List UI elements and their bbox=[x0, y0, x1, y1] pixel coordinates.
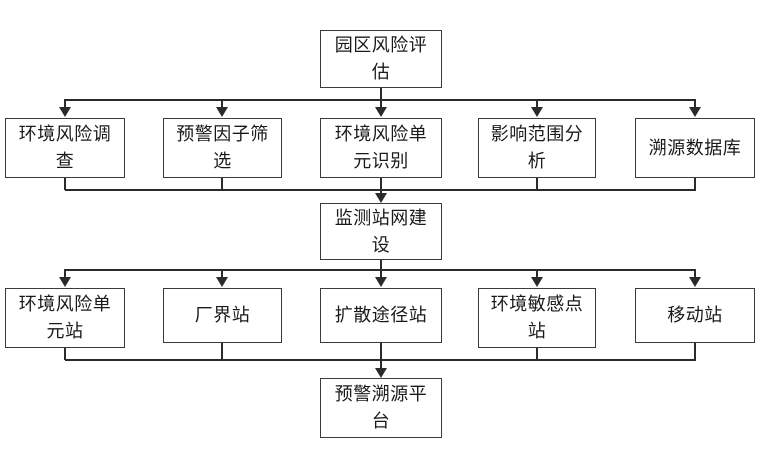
node-diffusion-path-station[interactable]: 扩散途径站 bbox=[320, 288, 442, 343]
arrowhead-diffusion-path-station bbox=[375, 277, 387, 287]
node-environmental-risk-survey[interactable]: 环境风险调查 bbox=[5, 118, 125, 178]
arrowhead-environmental-risk-unit-identification bbox=[375, 107, 387, 117]
arrowhead-environmental-sensitive-point-station bbox=[531, 277, 543, 287]
edge-drop-to-environmental-risk-unit-identification bbox=[380, 99, 382, 108]
node-label: 移动站 bbox=[667, 305, 723, 326]
node-mobile-station[interactable]: 移动站 bbox=[635, 288, 755, 343]
arrowhead-plant-boundary-station bbox=[216, 277, 228, 287]
node-park-risk-assessment[interactable]: 园区风险评估 bbox=[320, 30, 442, 88]
edge-drop-to-traceability-database bbox=[694, 99, 696, 108]
edge-rise-from-environmental-sensitive-point-station bbox=[536, 348, 538, 360]
arrowhead-environmental-risk-survey bbox=[59, 107, 71, 117]
node-warning-traceability-platform[interactable]: 预警溯源平台 bbox=[320, 378, 442, 438]
edge-drop-to-diffusion-path-station bbox=[380, 269, 382, 278]
node-label: 园区风险评估 bbox=[334, 35, 428, 83]
arrowhead-impact-range-analysis bbox=[531, 107, 543, 117]
node-label: 环境风险调查 bbox=[18, 124, 112, 172]
node-impact-range-analysis[interactable]: 影响范围分析 bbox=[478, 118, 596, 178]
edge-drop-to-mobile-station bbox=[694, 269, 696, 278]
node-label: 预警因子筛选 bbox=[176, 124, 269, 172]
edge-rise-from-environmental-risk-unit-station bbox=[64, 348, 66, 360]
edge-rise-from-warning-factor-screening bbox=[221, 178, 223, 190]
node-monitoring-station-network-construction[interactable]: 监测站网建设 bbox=[320, 203, 442, 260]
edge-center-to-warning-traceability-platform bbox=[380, 343, 382, 369]
arrowhead-monitoring-station-network-construction bbox=[375, 193, 387, 203]
edge-drop-to-warning-factor-screening bbox=[221, 99, 223, 108]
node-label: 环境风险单元识别 bbox=[334, 124, 428, 172]
edge-rise-from-mobile-station bbox=[694, 343, 696, 360]
arrowhead-mobile-station bbox=[689, 277, 701, 287]
node-environmental-risk-unit-station[interactable]: 环境风险单元站 bbox=[5, 288, 125, 348]
edge-drop-to-impact-range-analysis bbox=[536, 99, 538, 108]
edge-drop-to-environmental-sensitive-point-station bbox=[536, 269, 538, 278]
node-plant-boundary-station[interactable]: 厂界站 bbox=[163, 288, 282, 343]
node-label: 厂界站 bbox=[194, 305, 251, 326]
node-label: 环境敏感点站 bbox=[490, 294, 584, 342]
node-label: 影响范围分析 bbox=[490, 124, 584, 172]
node-environmental-sensitive-point-station[interactable]: 环境敏感点站 bbox=[478, 288, 596, 348]
edge-drop-to-environmental-risk-survey bbox=[64, 99, 66, 108]
arrowhead-traceability-database bbox=[689, 107, 701, 117]
node-warning-factor-screening[interactable]: 预警因子筛选 bbox=[163, 118, 282, 178]
edge-rise-from-environmental-risk-survey bbox=[64, 178, 66, 190]
edge-level1-stem bbox=[380, 88, 382, 100]
node-label: 扩散途径站 bbox=[334, 305, 428, 326]
edge-center-to-monitoring-station-network bbox=[380, 178, 382, 195]
arrowhead-warning-factor-screening bbox=[216, 107, 228, 117]
edge-rise-from-plant-boundary-station bbox=[221, 343, 223, 360]
edge-rise-from-impact-range-analysis bbox=[536, 178, 538, 190]
edge-rise-from-traceability-database bbox=[694, 178, 696, 190]
edge-level3-stem bbox=[380, 260, 382, 270]
edge-drop-to-plant-boundary-station bbox=[221, 269, 223, 278]
edge-drop-to-environmental-risk-unit-station bbox=[64, 269, 66, 278]
node-environmental-risk-unit-identification[interactable]: 环境风险单元识别 bbox=[320, 118, 442, 178]
arrowhead-warning-traceability-platform bbox=[375, 368, 387, 378]
node-label: 环境风险单元站 bbox=[18, 294, 112, 342]
node-label: 预警溯源平台 bbox=[334, 384, 428, 432]
node-traceability-database[interactable]: 溯源数据库 bbox=[635, 118, 755, 178]
node-label: 溯源数据库 bbox=[648, 137, 742, 159]
arrowhead-environmental-risk-unit-station bbox=[59, 277, 71, 287]
node-label: 监测站网建设 bbox=[334, 207, 428, 256]
